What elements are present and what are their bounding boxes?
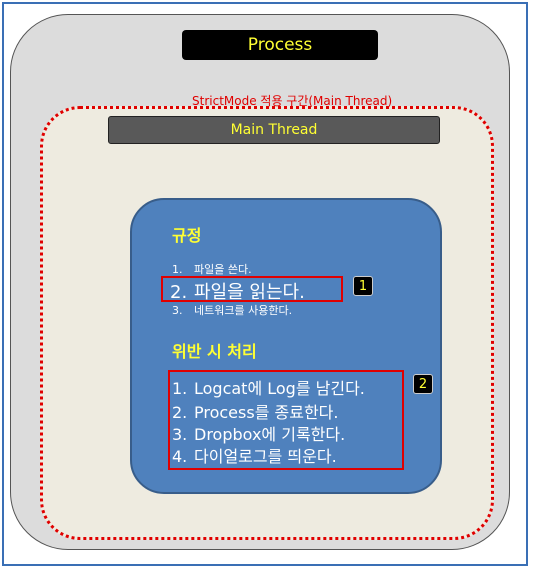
violation-item-text: Logcat에 Log를 남긴다. — [194, 379, 365, 398]
violation-item-text: 다이얼로그를 띄운다. — [194, 447, 337, 466]
violation-item-num: 4. — [172, 447, 188, 466]
violation-item-2: 2. Process를 종료한다. — [172, 399, 338, 423]
rule-item-text: 네트워크를 사용한다. — [194, 304, 293, 317]
rule-item-2: 2. 파일을 읽는다. — [170, 278, 305, 304]
rule-item-num: 1. — [172, 263, 183, 276]
rule-item-num: 3. — [172, 304, 183, 317]
main-thread-bar: Main Thread — [108, 116, 440, 144]
rule-item-text: 파일을 쓴다. — [194, 263, 252, 276]
process-title: Process — [182, 30, 378, 60]
callout-marker-2: 2 — [413, 374, 433, 394]
rule-item-text: 파일을 읽는다. — [194, 282, 305, 303]
violation-item-num: 3. — [172, 425, 188, 444]
rules-heading: 규정 — [172, 226, 202, 245]
rule-item-1: 1. 파일을 쓴다. — [172, 261, 252, 277]
rules-box — [130, 198, 442, 494]
violation-item-num: 1. — [172, 379, 188, 398]
rule-item-num: 2. — [170, 282, 188, 303]
highlight-box-violation — [168, 370, 404, 470]
rule-item-3: 3. 네트워크를 사용한다. — [172, 302, 292, 318]
strictmode-label: StrictMode 적용 구간(Main Thread) — [192, 94, 393, 108]
violation-item-text: Process를 종료한다. — [194, 403, 339, 422]
callout-marker-1: 1 — [353, 276, 373, 296]
violation-item-4: 4. 다이얼로그를 띄운다. — [172, 443, 337, 467]
violation-item-1: 1. Logcat에 Log를 남긴다. — [172, 375, 365, 399]
highlight-box-read-file — [161, 276, 343, 302]
violation-item-3: 3. Dropbox에 기록한다. — [172, 421, 345, 445]
violation-heading: 위반 시 처리 — [172, 342, 257, 361]
violation-item-num: 2. — [172, 403, 188, 422]
violation-item-text: Dropbox에 기록한다. — [194, 425, 346, 444]
